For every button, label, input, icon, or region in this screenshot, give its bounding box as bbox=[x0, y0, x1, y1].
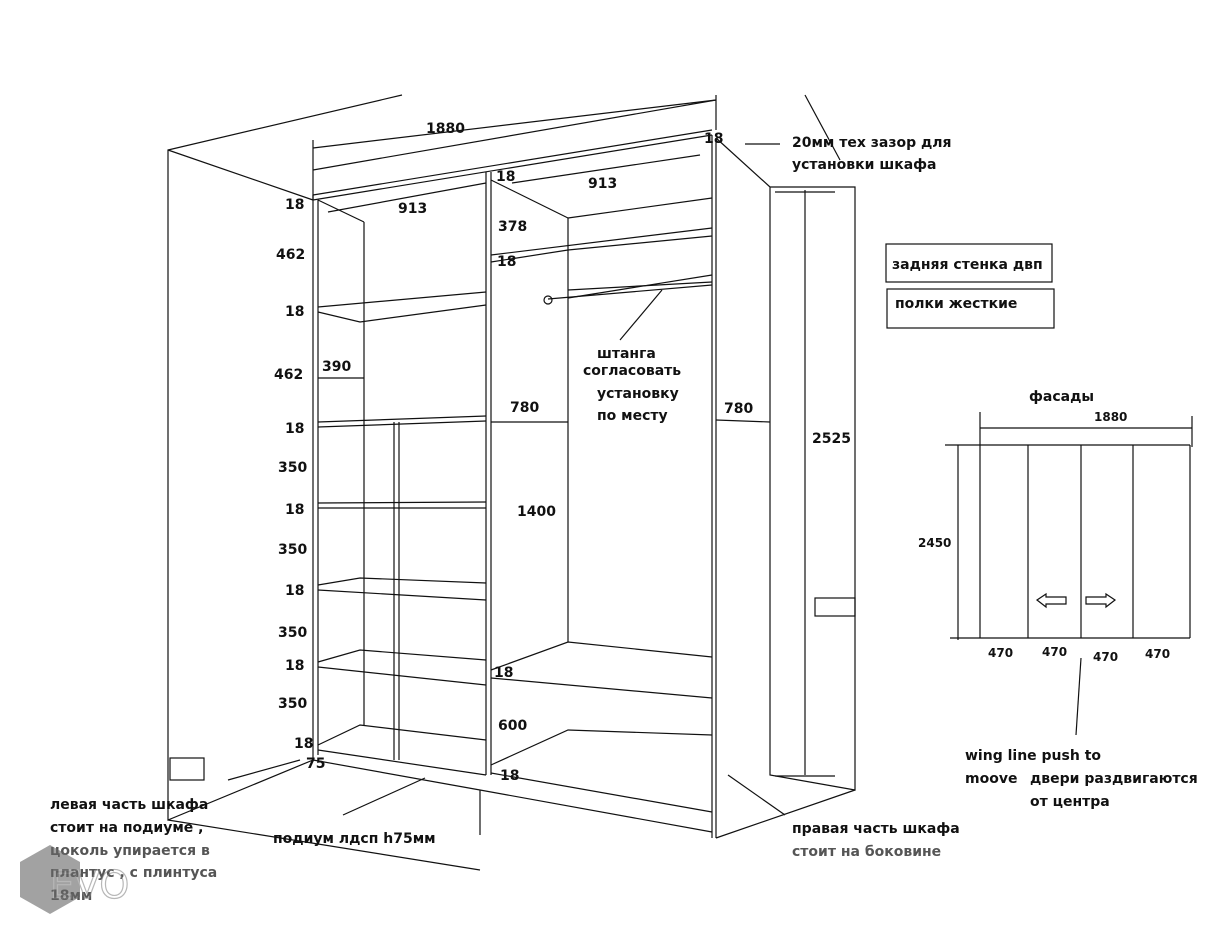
svg-text:EVO: EVO bbox=[50, 863, 129, 907]
facades-width: 1880 bbox=[1094, 410, 1127, 424]
note-podium: подиум лдсп h75мм bbox=[273, 831, 436, 847]
facades-note: от центра bbox=[1030, 794, 1110, 810]
facades-title: фасады bbox=[1029, 389, 1094, 405]
dim-18: 18 bbox=[704, 131, 723, 147]
arrow-right-icon bbox=[1085, 592, 1117, 609]
dim-462: 462 bbox=[274, 367, 303, 383]
dimension-labels: 1880 913 913 18 18 18 462 18 462 390 18 … bbox=[274, 121, 851, 784]
note-gap: 20мм тех зазор для bbox=[792, 135, 952, 151]
dim-2525: 2525 bbox=[812, 431, 851, 447]
wardrobe-lines bbox=[167, 94, 856, 871]
dim-18: 18 bbox=[497, 254, 516, 270]
facades-note: двери раздвигаются bbox=[1030, 771, 1198, 787]
dim-350: 350 bbox=[278, 625, 307, 641]
dim-390: 390 bbox=[322, 359, 351, 375]
note-right: стоит на боковине bbox=[792, 844, 941, 860]
dim-780-center: 780 bbox=[510, 400, 539, 416]
dim-left-section-width: 913 bbox=[398, 201, 427, 217]
note-left: плантус , с плинтуса bbox=[50, 865, 217, 881]
note-rod: по месту bbox=[597, 408, 668, 424]
note-back-wall: задняя стенка двп bbox=[892, 257, 1043, 273]
dim-right-section-width: 913 bbox=[588, 176, 617, 192]
dim-18: 18 bbox=[294, 736, 313, 752]
note-right: правая часть шкафа bbox=[792, 821, 960, 837]
dim-18: 18 bbox=[285, 197, 304, 213]
note-rod: согласовать bbox=[583, 363, 681, 379]
dim-18: 18 bbox=[494, 665, 513, 681]
dim-18: 18 bbox=[285, 502, 304, 518]
door-width: 470 bbox=[1093, 650, 1118, 664]
dim-1400: 1400 bbox=[517, 504, 556, 520]
facades-height: 2450 bbox=[918, 536, 951, 550]
note-left: цоколь упирается в bbox=[50, 843, 210, 859]
door-width: 470 bbox=[1145, 647, 1170, 661]
door-width: 470 bbox=[1042, 645, 1067, 659]
dim-350: 350 bbox=[278, 696, 307, 712]
dim-18: 18 bbox=[500, 768, 519, 784]
dim-18: 18 bbox=[285, 658, 304, 674]
dim-462: 462 bbox=[276, 247, 305, 263]
dim-18: 18 bbox=[496, 169, 515, 185]
dim-total-width: 1880 bbox=[426, 121, 465, 137]
facades-note: moove bbox=[965, 771, 1017, 787]
dim-600: 600 bbox=[498, 718, 527, 734]
notes: 20мм тех зазор для установки шкафа задня… bbox=[50, 135, 1055, 904]
dim-350: 350 bbox=[278, 460, 307, 476]
door-width: 470 bbox=[988, 646, 1013, 660]
note-left: левая часть шкафа bbox=[50, 797, 208, 813]
dim-podium-75: 75 bbox=[306, 756, 325, 772]
note-rod: штанга bbox=[597, 346, 656, 362]
arrow-left-icon bbox=[1035, 592, 1067, 609]
note-gap: установки шкафа bbox=[792, 157, 936, 173]
note-rod: установку bbox=[597, 386, 679, 402]
dim-18: 18 bbox=[285, 583, 304, 599]
dim-18: 18 bbox=[285, 421, 304, 437]
facades-diagram: фасады 1880 2450 470 470 470 470 wing li… bbox=[918, 389, 1198, 810]
facades-note: wing line push to bbox=[965, 748, 1101, 764]
note-left: стоит на подиуме , bbox=[50, 820, 204, 836]
evo-watermark-logo: EVO bbox=[20, 845, 130, 914]
dim-18: 18 bbox=[285, 304, 304, 320]
dim-350: 350 bbox=[278, 542, 307, 558]
note-shelves: полки жесткие bbox=[895, 296, 1017, 312]
dim-780-right: 780 bbox=[724, 401, 753, 417]
dim-378: 378 bbox=[498, 219, 527, 235]
